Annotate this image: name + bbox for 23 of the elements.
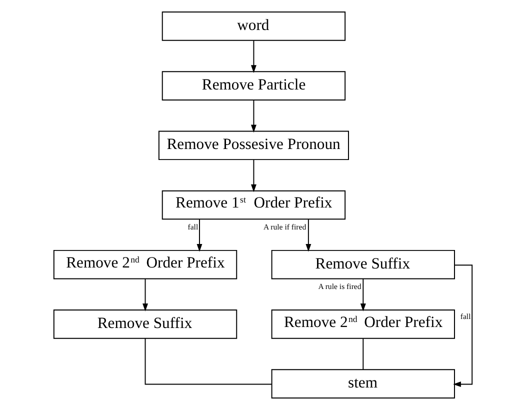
node-box: Remove Possesive Pronoun <box>158 130 349 160</box>
node-box: Remove 2$^{nd}$ Order Prefix <box>53 250 238 280</box>
edge-label: A rule is fired <box>318 282 362 291</box>
arrow <box>360 278 366 312</box>
arrow <box>196 218 202 252</box>
connector <box>362 338 364 370</box>
arrow <box>453 264 473 388</box>
node-box: word <box>162 12 346 41</box>
node-box: Remove Particle <box>162 71 346 100</box>
edge-label: fall <box>188 222 198 232</box>
node-box: Remove Suffix <box>271 250 455 280</box>
arrow <box>250 159 256 192</box>
arrow <box>250 40 256 73</box>
edge-label: A rule if fired <box>263 222 306 232</box>
node-box: Remove 2$^{nd}$ Order Prefix <box>271 310 455 339</box>
arrow <box>306 218 312 252</box>
connector <box>144 338 272 385</box>
node-box: Remove 1$^{st}$ Order Prefix <box>162 190 346 220</box>
arrow <box>250 100 256 133</box>
edge-label: fall <box>460 312 471 322</box>
node-box: Remove Suffix <box>53 310 238 339</box>
arrow <box>142 278 148 312</box>
node-box: stem <box>271 369 455 398</box>
